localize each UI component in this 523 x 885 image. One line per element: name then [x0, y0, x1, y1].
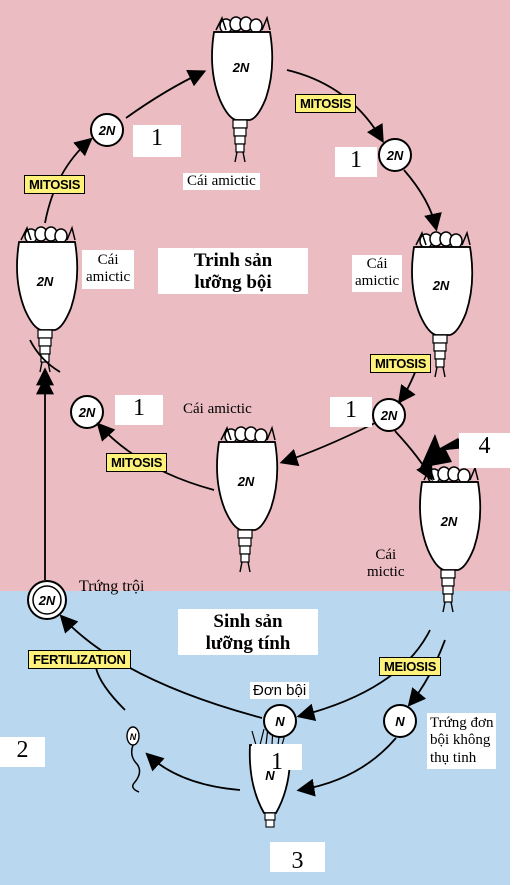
ploidy-2n-d: 2N	[380, 408, 398, 423]
ploidy-2n-a: 2N	[98, 123, 116, 138]
label-mitosis-left: MITOSIS	[24, 175, 86, 194]
arrow-haploid-to-egg	[59, 614, 263, 719]
number-1-top: 1	[133, 125, 181, 157]
label-fertilization: FERTILIZATION	[28, 650, 131, 669]
ploidy-2n-egg: 2N	[38, 593, 56, 608]
arrow-left-cell-to-left-rotifer	[29, 339, 61, 373]
number-1-right: 1	[335, 147, 377, 177]
number-1-mid: 1	[330, 397, 372, 427]
ploidy-2n-rot-mictic: 2N	[440, 514, 458, 529]
ploidy-2n-b: 2N	[386, 148, 404, 163]
ploidy-n-sperm: N	[130, 732, 137, 742]
female-top-label: Cái amictic	[183, 173, 260, 191]
arrow-mictic-to-haploid	[296, 629, 431, 722]
female-left-label: Cái amictic	[82, 250, 135, 289]
arrow-cell-to-bottom-rotifer	[279, 422, 376, 467]
unfertilized-egg-label: Trứng đơn bội không thụ tinh	[427, 713, 497, 769]
title-sexual: Sinh sản lưỡng tính	[178, 609, 318, 655]
arrow-cell-to-mictic	[394, 430, 433, 482]
label-mitosis-top-right: MITOSIS	[295, 94, 357, 113]
label-mitosis-bottom: MITOSIS	[106, 453, 168, 472]
ploidy-2n-rot-right: 2N	[432, 278, 450, 293]
ploidy-2n-rot-top: 2N	[232, 60, 250, 75]
female-mictic-label: Cái mictic	[367, 547, 405, 581]
number-4: 4	[459, 433, 510, 468]
ploidy-n-haploid: N	[275, 714, 285, 729]
arrow-male-to-sperm	[145, 752, 241, 791]
ploidy-2n-rot-bottom: 2N	[237, 474, 255, 489]
number-1-bottom: 1	[252, 744, 302, 775]
arrow-egg-to-top	[125, 70, 207, 119]
arrow-unfert-to-male	[296, 737, 397, 797]
arrow-right-cell-to-rotifer	[403, 169, 442, 232]
female-bottom-label: Cái amictic	[183, 401, 252, 417]
arrow-sperm-to-fertilization	[95, 667, 126, 711]
haploid-label: Đơn bội	[250, 682, 310, 700]
cell-n-haploid	[263, 704, 297, 738]
cell-2n-d	[372, 398, 406, 432]
female-right-label: Cái amictic	[352, 255, 403, 292]
cell-n-unfertilized	[383, 704, 417, 738]
cell-2n-c	[70, 395, 104, 429]
label-mitosis-right: MITOSIS	[370, 354, 432, 373]
ploidy-2n-rot-left: 2N	[36, 274, 54, 289]
cell-2n-b	[378, 138, 412, 172]
cell-2n-a	[90, 113, 124, 147]
big-arrow-4	[420, 434, 466, 468]
ploidy-n-unfert: N	[395, 714, 405, 729]
number-1-left: 1	[115, 395, 163, 425]
number-2: 2	[0, 737, 45, 767]
ploidy-n-male: N	[265, 768, 275, 783]
title-parthenogenesis: Trinh sản lưỡng bội	[158, 248, 308, 294]
resting-egg-label: Trứng trội	[79, 578, 145, 595]
label-meiosis: MEIOSIS	[379, 657, 442, 676]
arrow-rotifer-to-cell	[397, 369, 417, 404]
ploidy-2n-c: 2N	[78, 405, 96, 420]
sperm	[126, 726, 141, 793]
number-3: 3	[270, 842, 325, 874]
